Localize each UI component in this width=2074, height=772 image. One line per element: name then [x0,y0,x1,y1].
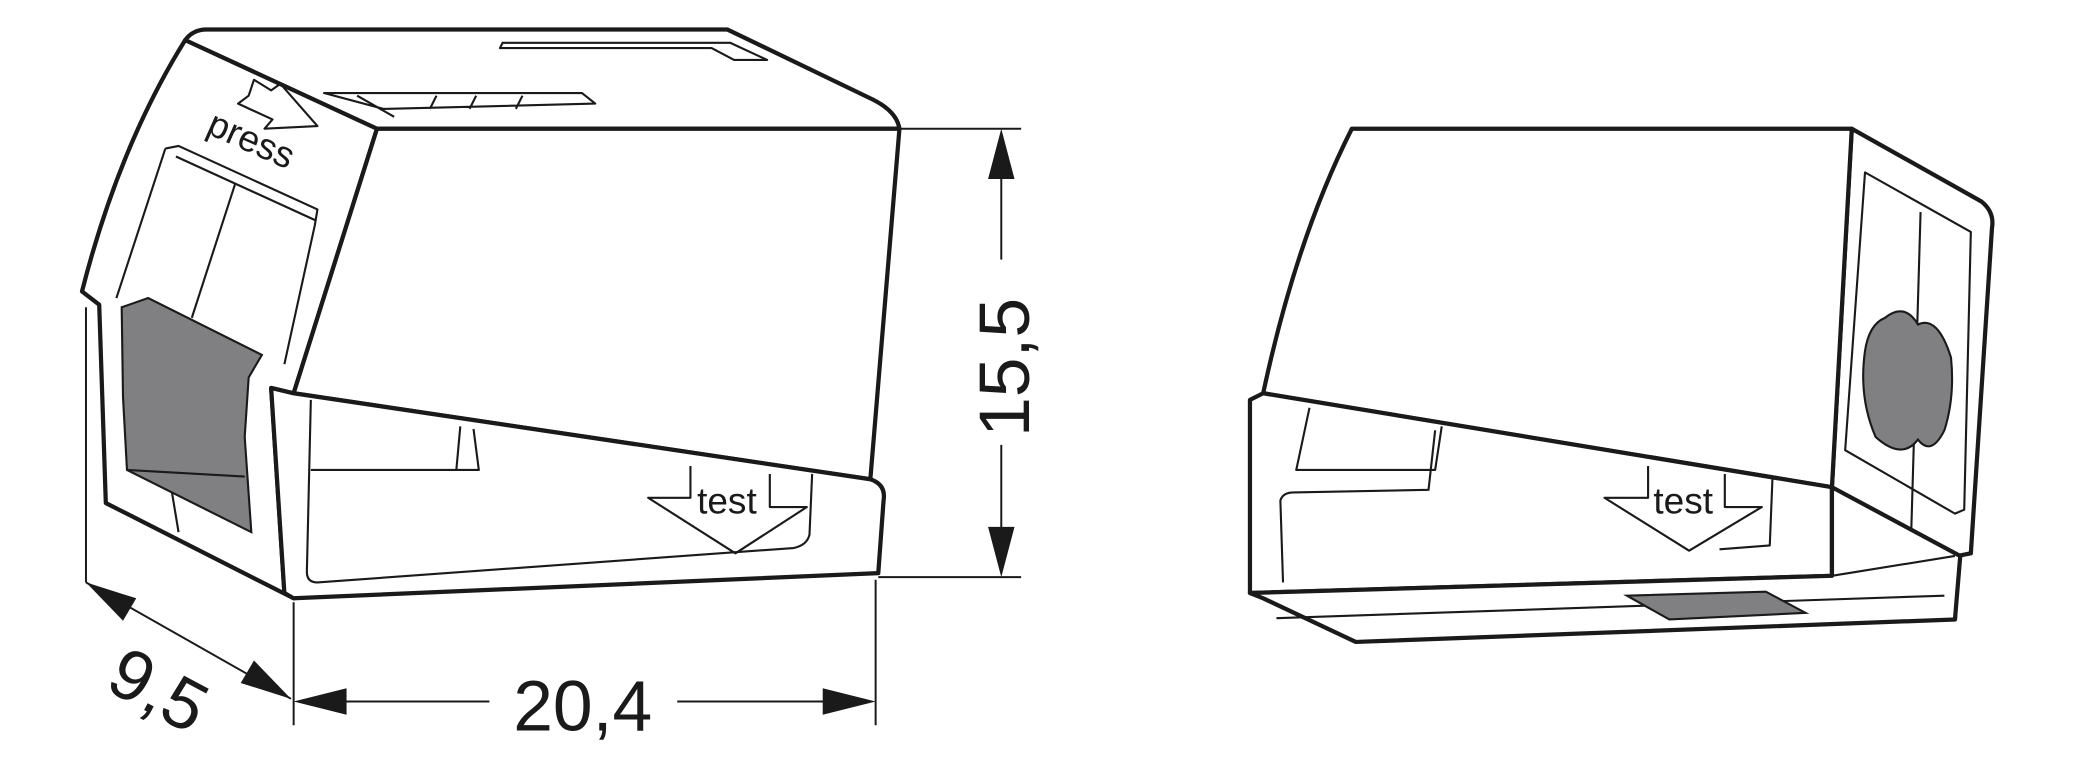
arrow-diag-up-icon [85,582,137,621]
height-dimension: 15,5 [965,298,1045,437]
right-connector: test [1247,126,1995,645]
dimension-lines: 15,5 20,4 9,5 [84,127,1045,749]
width-dimension: 20,4 [513,667,652,747]
wire-entry-oval [1862,310,1954,451]
test-label: test [1653,480,1713,522]
gray-tab [1623,590,1810,621]
arrow-down-icon [988,526,1015,578]
press-arrow-icon [237,78,319,130]
arrow-left-icon [293,688,347,715]
arrow-right-icon [822,688,876,715]
test-arrow-icon [647,466,808,555]
test-label: test [697,480,757,522]
arrow-up-icon [988,128,1015,179]
left-connector: press test [79,27,902,601]
release-lever [120,296,264,534]
arrow-diag-down-icon [240,660,291,699]
test-arrow-icon [1603,466,1763,552]
